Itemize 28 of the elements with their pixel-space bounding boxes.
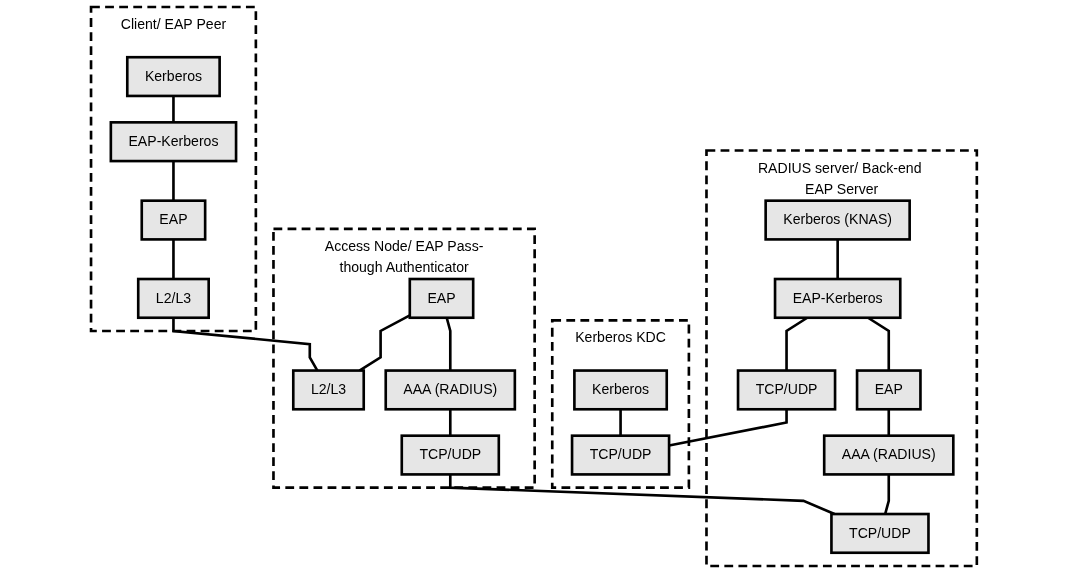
node-box: EAP	[140, 199, 207, 241]
connector	[668, 409, 788, 447]
node-box: Kerberos (KNAS)	[763, 199, 911, 241]
connector	[887, 409, 890, 436]
connector	[171, 161, 175, 201]
node-box: AAA (RADIUS)	[384, 369, 516, 411]
connector	[448, 409, 452, 436]
node-box: EAP	[408, 277, 475, 320]
connector	[835, 239, 839, 279]
node-box: L2/L3	[291, 369, 365, 411]
node-box: TCP/UDP	[829, 512, 930, 555]
node-box: TCP/UDP	[400, 434, 500, 476]
connector	[358, 314, 410, 372]
connector	[171, 239, 175, 279]
node-box: L2/L3	[136, 277, 210, 320]
node-box: AAA (RADIUS)	[822, 434, 955, 476]
connector	[448, 474, 835, 516]
node-box: TCP/UDP	[570, 434, 670, 476]
connector	[445, 317, 452, 371]
node-box: Kerberos	[125, 55, 221, 98]
node-box: EAP-Kerberos	[773, 277, 902, 320]
node-box: EAP-Kerberos	[109, 121, 237, 163]
connector	[618, 409, 622, 436]
node-box: EAP	[855, 369, 922, 411]
connector	[883, 474, 890, 515]
connector	[171, 95, 175, 123]
node-box: Kerberos	[572, 369, 668, 411]
node-box: TCP/UDP	[736, 369, 836, 411]
